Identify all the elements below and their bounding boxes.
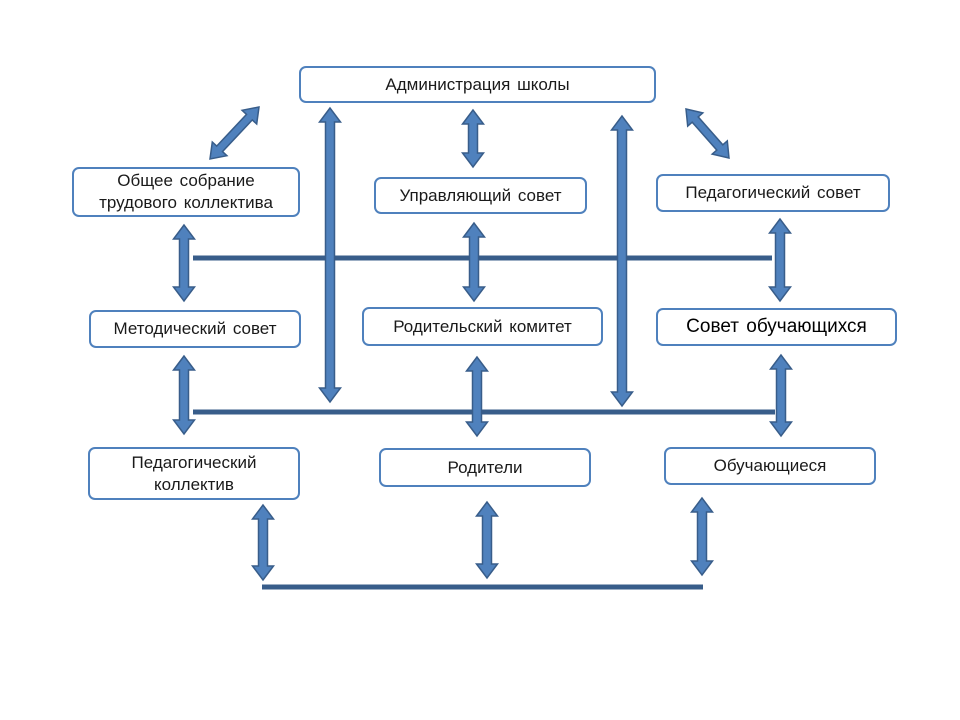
node-label: Обучающиеся — [713, 456, 827, 475]
arrow-students-bottom — [690, 496, 714, 577]
arrow-admin-left-long — [318, 106, 342, 404]
arrow-admin-pedagogical-council — [685, 108, 730, 159]
arrow-admin-right-long — [610, 114, 634, 408]
node-teaching-staff: Педагогический коллектив — [88, 447, 300, 500]
node-general-meeting: Общее собрание трудового коллектива — [72, 167, 300, 217]
node-pedagogical-council: Педагогический совет — [656, 174, 890, 212]
arrow-admin-governing — [461, 108, 485, 169]
arrow-pedcouncil-studentcouncil — [768, 217, 792, 303]
node-methodical-council: Методический совет — [89, 310, 301, 348]
arrow-studentcouncil-students — [769, 353, 793, 438]
arrow-parentcommittee-parents — [465, 355, 489, 438]
arrow-general-methodical — [172, 223, 196, 303]
arrow-admin-general-meeting — [209, 106, 260, 160]
node-label: Родители — [447, 457, 523, 477]
node-label: Педагогический совет — [685, 183, 861, 202]
node-label: Администрация школы — [385, 74, 570, 94]
arrow-teaching-bottom — [251, 503, 275, 582]
node-label: Методический совет — [113, 319, 277, 338]
node-administration: Администрация школы — [299, 66, 656, 103]
node-label: Совет обучающихся — [686, 316, 867, 337]
arrow-parents-bottom — [475, 500, 499, 580]
node-label: Общее собрание трудового коллектива — [99, 171, 273, 212]
node-label: Педагогический коллектив — [131, 452, 257, 494]
node-student-council: Совет обучающихся — [656, 308, 897, 346]
node-label: Родительский комитет — [393, 316, 572, 336]
arrow-methodical-teaching — [172, 354, 196, 436]
node-students: Обучающиеся — [664, 447, 876, 485]
node-parent-committee: Родительский комитет — [362, 307, 603, 346]
node-label: Управляющий совет — [399, 185, 562, 205]
node-governing-council: Управляющий совет — [374, 177, 587, 214]
arrow-governing-parentcommittee — [462, 221, 486, 303]
node-parents: Родители — [379, 448, 591, 487]
